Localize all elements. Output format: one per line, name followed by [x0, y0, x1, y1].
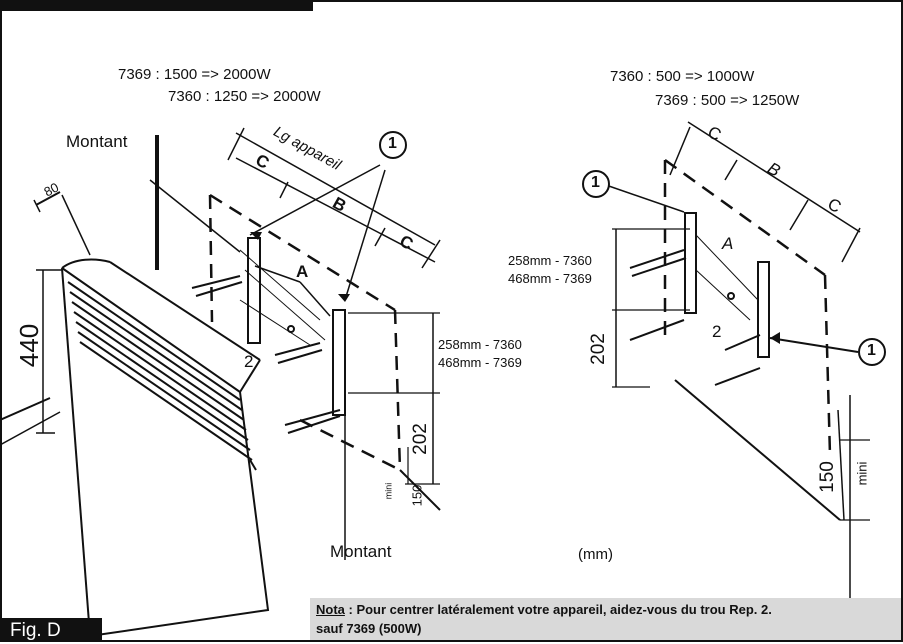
marker-1-left: [379, 131, 407, 159]
right-a-label: A: [722, 234, 734, 253]
left-spacing-7369: 468mm - 7369: [438, 355, 522, 370]
marker-1-right-a: [582, 170, 610, 198]
right-spec-line-2: 7369 : 500 => 1250W: [655, 92, 800, 109]
left-spec-line-1: 7369 : 1500 => 2000W: [118, 66, 271, 83]
right-mini-label: mini: [854, 461, 870, 486]
left-spec-line-2: 7360 : 1250 => 2000W: [168, 88, 321, 105]
montant-label-top: Montant: [66, 132, 128, 151]
right-hole-2-label: 2: [712, 322, 722, 341]
nota-prefix: Nota: [316, 602, 345, 617]
right-202-label: 202: [587, 333, 609, 365]
header-bar: [0, 0, 313, 11]
nota-text: : Pour centrer latéralement votre appare…: [344, 602, 772, 617]
right-150-label: 150: [816, 461, 838, 493]
nota-line-2: sauf 7369 (500W): [316, 621, 422, 636]
left-spacing-7360: 258mm - 7360: [438, 337, 522, 352]
left-202-label: 202: [409, 423, 431, 455]
units-label: (mm): [578, 546, 613, 563]
nota-note: Nota : Pour centrer latéralement votre a…: [310, 598, 901, 640]
right-spacing-7369: 468mm - 7369: [508, 271, 592, 286]
right-marker-number-a: 1: [591, 174, 600, 191]
left-mini-label: mini: [383, 482, 394, 500]
left-150-label: 150: [409, 484, 425, 507]
right-marker-number-b: 1: [867, 342, 876, 359]
height-440-label: 440: [14, 323, 45, 368]
left-hole-2-label: 2: [244, 352, 254, 371]
figure-label: Fig. D: [0, 618, 102, 642]
montant-label-bottom: Montant: [330, 542, 392, 561]
right-spec-line-1: 7360 : 500 => 1000W: [610, 68, 755, 85]
header-rule: [313, 0, 903, 2]
marker-1-right-b: [858, 338, 886, 366]
left-a-label: A: [296, 262, 309, 281]
heater-drawing: [61, 258, 270, 637]
right-spacing-7360: 258mm - 7360: [508, 253, 592, 268]
left-marker-number: 1: [388, 135, 397, 152]
